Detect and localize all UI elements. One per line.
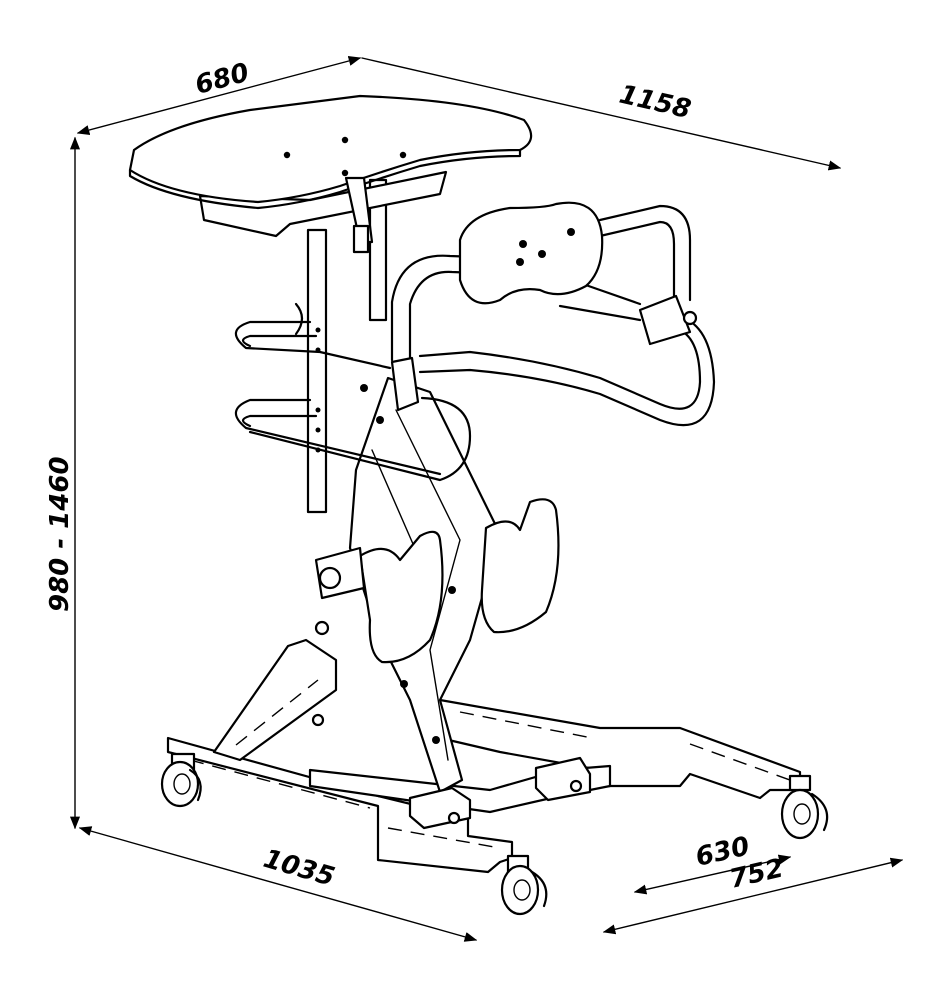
chest-pad <box>458 201 604 305</box>
bar-clamp-1 <box>390 356 420 412</box>
side-arm-front <box>390 254 562 362</box>
foot-plate-right <box>534 756 592 802</box>
caster-front-right <box>500 854 548 916</box>
dim-label-680: 680 <box>192 58 252 101</box>
lower-arm <box>212 638 338 762</box>
caster-back-right <box>780 774 829 840</box>
dim-line-1158 <box>361 57 842 171</box>
knee-pad-back <box>480 498 560 634</box>
table-post <box>368 178 388 322</box>
dim-label-height: 980 - 1460 <box>45 456 75 612</box>
base-leg-front-dash-2 <box>387 827 501 849</box>
lower-handle <box>234 398 442 476</box>
casters <box>160 752 829 916</box>
base-leg-back-dash-2 <box>689 743 791 781</box>
dimension-lines <box>69 56 904 942</box>
side-arm-lower <box>418 328 702 410</box>
dim-line-1035 <box>78 826 478 942</box>
dim-line-680 <box>76 56 362 135</box>
upper-handle <box>234 320 392 370</box>
dim-label-1035: 1035 <box>260 844 338 893</box>
side-arm-back <box>598 204 692 302</box>
foot-plates <box>408 756 592 830</box>
lower-arm-dash <box>235 679 319 746</box>
base-leg-back <box>438 698 802 800</box>
tray-table <box>128 94 533 254</box>
knee-pads <box>314 498 560 664</box>
bar-clamp-2 <box>638 294 692 346</box>
knee-pad-front <box>358 530 444 664</box>
dim-label-1158: 1158 <box>616 80 693 126</box>
base-leg-front-dash <box>189 759 371 809</box>
height-tube <box>306 228 328 514</box>
handle-bars <box>234 204 716 482</box>
tray-top <box>128 94 533 204</box>
dim-line-752 <box>602 857 904 935</box>
caster-front-left <box>160 752 202 808</box>
